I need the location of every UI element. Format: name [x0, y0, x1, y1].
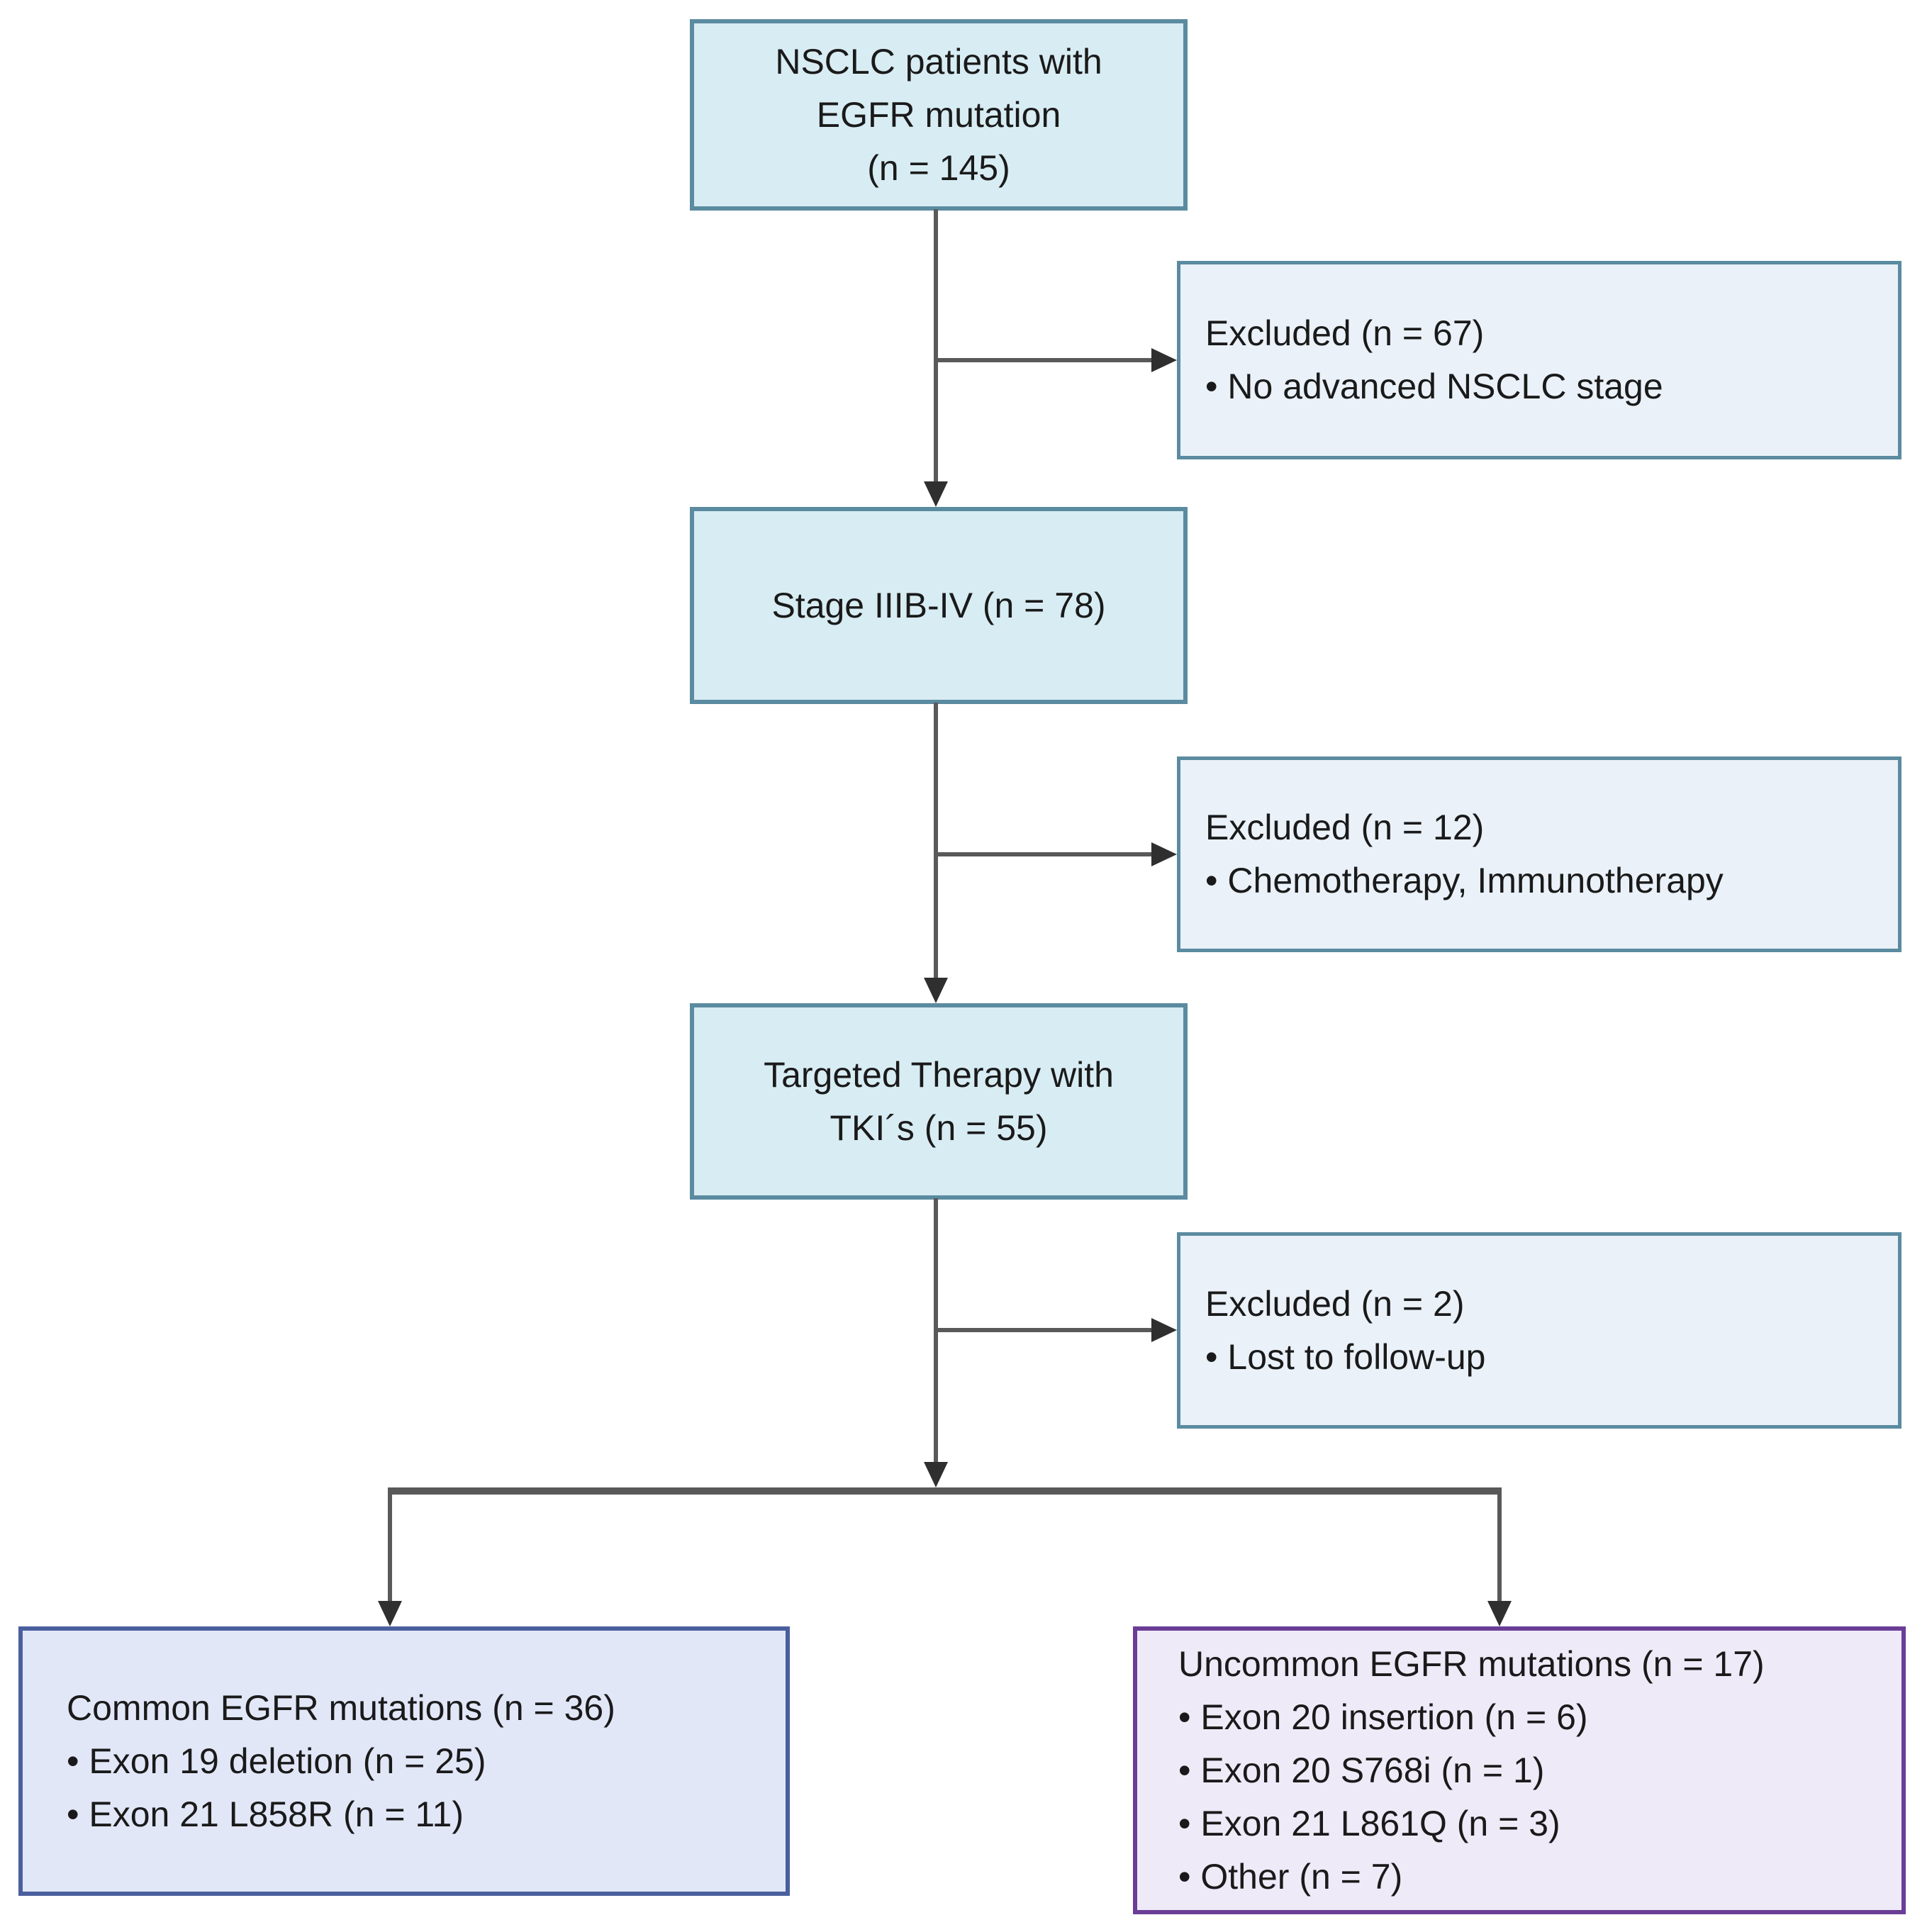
- arrowhead-down-icon: [1487, 1601, 1512, 1626]
- connector-branch-to-common-line: [388, 1495, 392, 1601]
- nsclc-patients-text: NSCLC patients with EGFR mutation (n = 1…: [775, 41, 1102, 188]
- targeted-therapy-box: Targeted Therapy with TKI´s (n = 55): [690, 1003, 1188, 1200]
- arrowhead-right-icon: [1151, 842, 1177, 866]
- stage-iiib-iv-box: Stage IIIB-IV (n = 78): [690, 507, 1188, 704]
- excluded-box-1: Excluded (n = 67) • No advanced NSCLC st…: [1177, 261, 1901, 459]
- excluded-text-1: Excluded (n = 67) • No advanced NSCLC st…: [1205, 313, 1663, 406]
- connector-excluded-3-line: [936, 1328, 1151, 1332]
- stage-iiib-iv-text: Stage IIIB-IV (n = 78): [771, 585, 1106, 625]
- arrowhead-right-icon: [1151, 1318, 1177, 1342]
- connector-excluded-1-line: [936, 358, 1151, 362]
- arrowhead-down-icon: [924, 1462, 948, 1487]
- arrowhead-down-icon: [378, 1601, 402, 1626]
- connector-stage-to-tki-line: [934, 703, 938, 978]
- targeted-therapy-text: Targeted Therapy with TKI´s (n = 55): [764, 1054, 1114, 1148]
- excluded-text-3: Excluded (n = 2) • Lost to follow-up: [1205, 1283, 1486, 1377]
- connector-excluded-2-line: [936, 852, 1151, 856]
- connector-branch-to-uncommon-line: [1497, 1495, 1502, 1601]
- branch-bar-line: [388, 1487, 1502, 1495]
- common-mutations-box: Common EGFR mutations (n = 36) • Exon 19…: [18, 1626, 790, 1896]
- connector-nsclc-to-stage-line: [934, 209, 938, 481]
- excluded-text-2: Excluded (n = 12) • Chemotherapy, Immuno…: [1205, 808, 1724, 900]
- excluded-box-2: Excluded (n = 12) • Chemotherapy, Immuno…: [1177, 756, 1901, 952]
- excluded-box-3: Excluded (n = 2) • Lost to follow-up: [1177, 1232, 1901, 1429]
- uncommon-mutations-text: Uncommon EGFR mutations (n = 17) • Exon …: [1178, 1643, 1765, 1897]
- arrowhead-down-icon: [924, 978, 948, 1003]
- arrowhead-right-icon: [1151, 348, 1177, 372]
- uncommon-mutations-box: Uncommon EGFR mutations (n = 17) • Exon …: [1133, 1626, 1906, 1914]
- nsclc-patients-box: NSCLC patients with EGFR mutation (n = 1…: [690, 19, 1188, 211]
- common-mutations-text: Common EGFR mutations (n = 36) • Exon 19…: [67, 1687, 615, 1834]
- arrowhead-down-icon: [924, 481, 948, 507]
